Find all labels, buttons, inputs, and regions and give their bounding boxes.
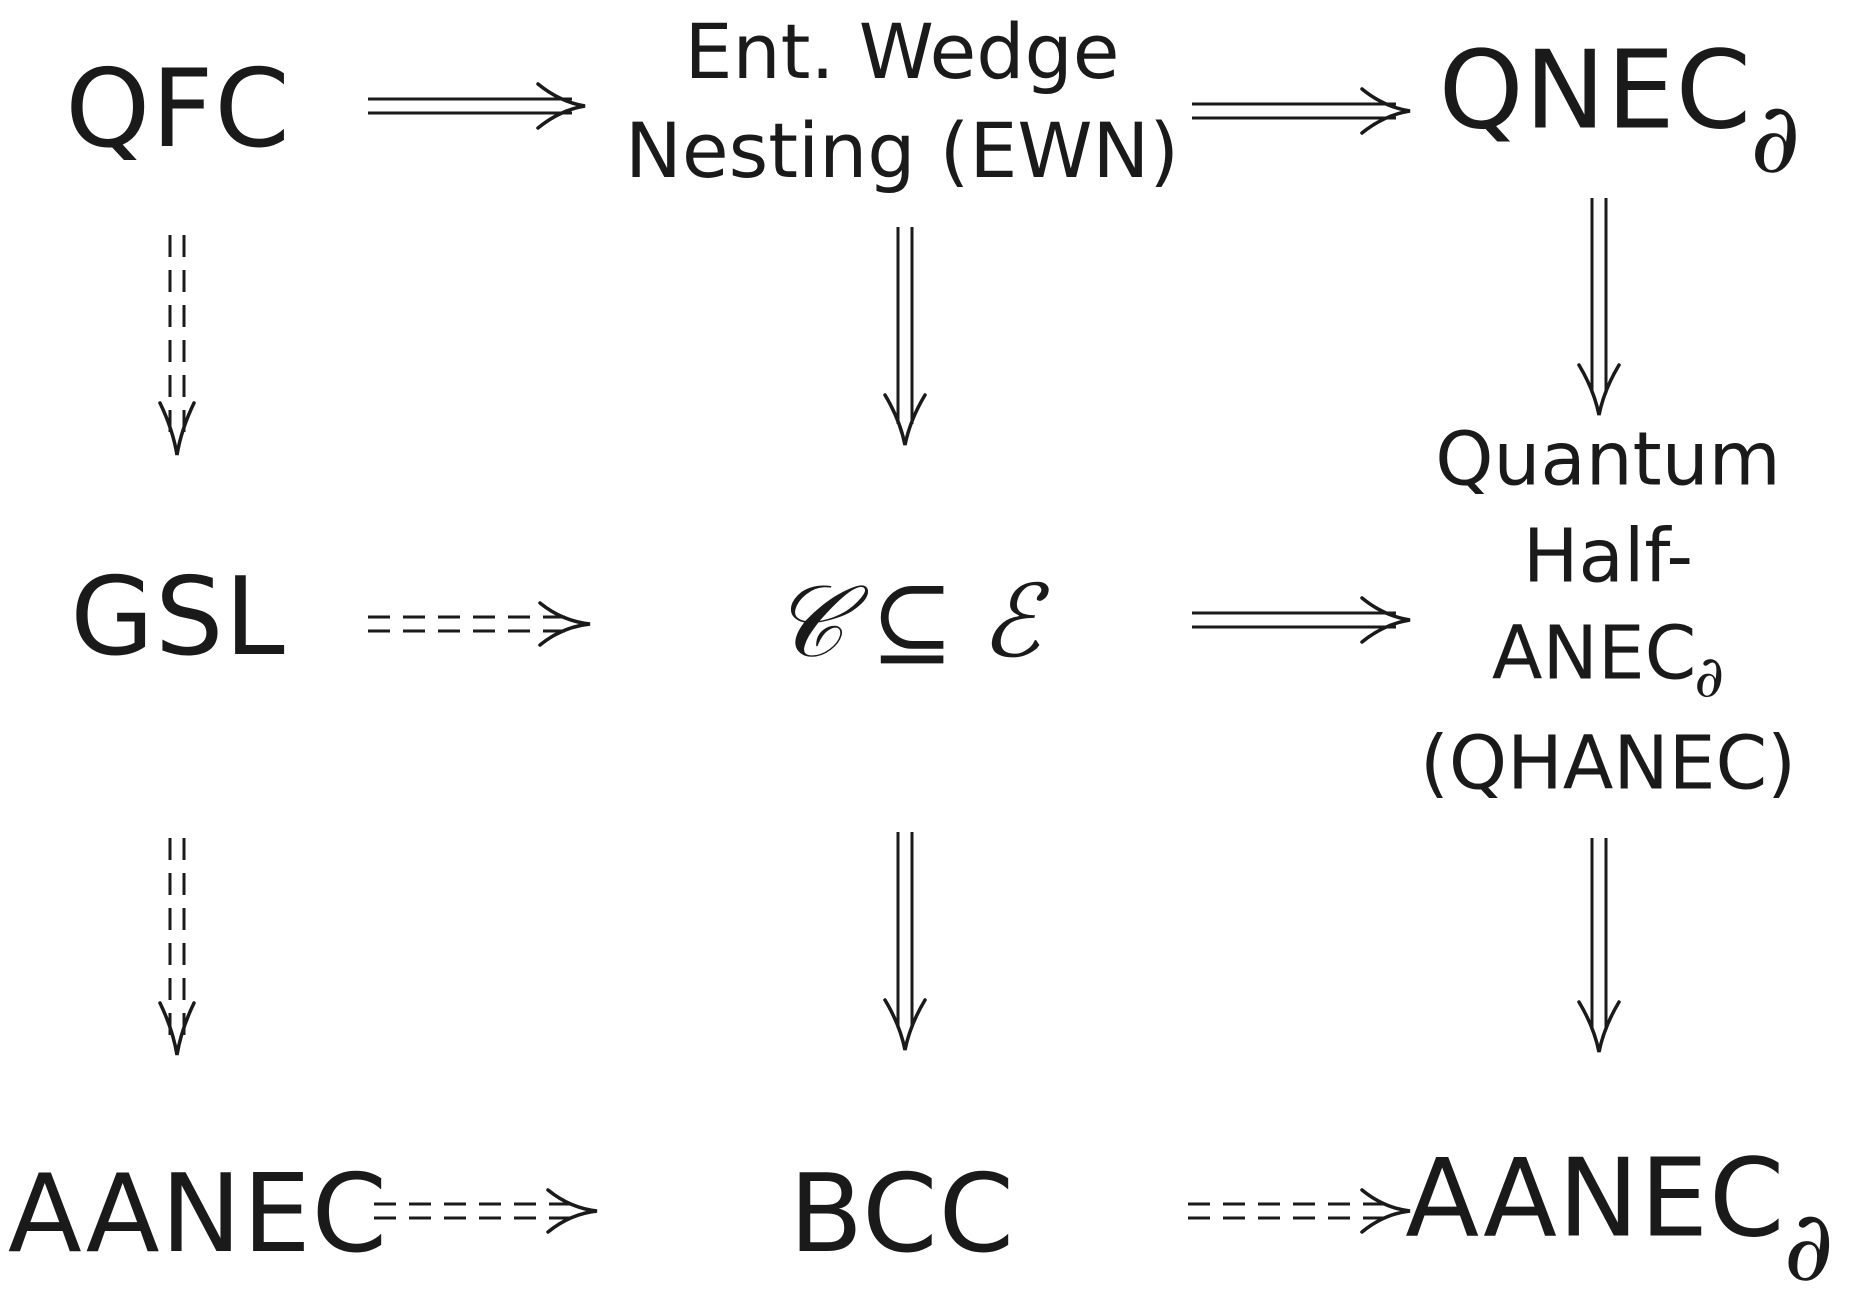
c-symbol: 𝒞 (771, 563, 845, 680)
arrow-qfc-to-ewn (368, 82, 586, 130)
qhanec-anec-label: ANEC (1491, 610, 1697, 697)
arrow-ewn-to-c-subseteq-e (883, 227, 927, 446)
ewn-line2: Nesting (EWN) (624, 106, 1180, 195)
arrow-ewn-to-qnec (1192, 87, 1411, 135)
subseteq-symbol: ⊆ (870, 563, 955, 680)
qhanec-boundary-subscript: ∂ (1694, 642, 1725, 711)
node-bcc: BCC (789, 1161, 1015, 1269)
qnec-label: QNEC (1438, 28, 1753, 154)
node-c-subseteq-e: 𝒞⊆ℰ (771, 572, 1040, 672)
gsl-label: GSL (70, 555, 286, 680)
qnec-boundary-subscript: ∂ (1750, 81, 1802, 195)
arrow-qfc-to-gsl (158, 235, 196, 456)
aanec-label: AANEC (7, 1152, 389, 1277)
arrow-bcc-to-aanec-boundary (1188, 1188, 1411, 1234)
arrow-gsl-to-c-subseteq-e (368, 601, 591, 647)
ewn-line1: Ent. Wedge (684, 7, 1120, 97)
arrow-gsl-to-aanec (158, 838, 196, 1056)
arrow-c-subseteq-e-to-bcc (883, 832, 927, 1051)
node-qfc: QFC (65, 56, 291, 164)
aanec-boundary-label: AANEC (1405, 1136, 1786, 1262)
node-ewn: Ent. Wedge Nesting (EWN) (625, 3, 1179, 201)
arrow-qnec-to-qhanec (1577, 198, 1621, 416)
bcc-label: BCC (788, 1152, 1016, 1277)
arrow-qhanec-to-aanec-boundary (1577, 838, 1621, 1053)
node-aanec-boundary: AANEC∂ (1405, 1145, 1834, 1295)
qhanec-line4: (QHANEC) (1419, 720, 1797, 807)
node-qhanec: Quantum Half- ANEC∂ (QHANEC) (1420, 412, 1796, 813)
node-qnec-boundary: QNEC∂ (1439, 37, 1802, 187)
arrow-aanec-to-bcc (374, 1188, 598, 1234)
qfc-label: QFC (65, 47, 291, 172)
qhanec-line1: Quantum (1435, 416, 1781, 503)
arrow-c-subseteq-e-to-qhanec (1192, 596, 1411, 644)
node-gsl: GSL (70, 564, 285, 672)
qhanec-line2: Half- (1522, 513, 1694, 600)
aanec-boundary-subscript: ∂ (1783, 1189, 1835, 1302)
node-aanec: AANEC (8, 1161, 388, 1269)
qhanec-line3: ANEC∂ (1420, 605, 1796, 715)
e-symbol: ℰ (980, 563, 1041, 680)
